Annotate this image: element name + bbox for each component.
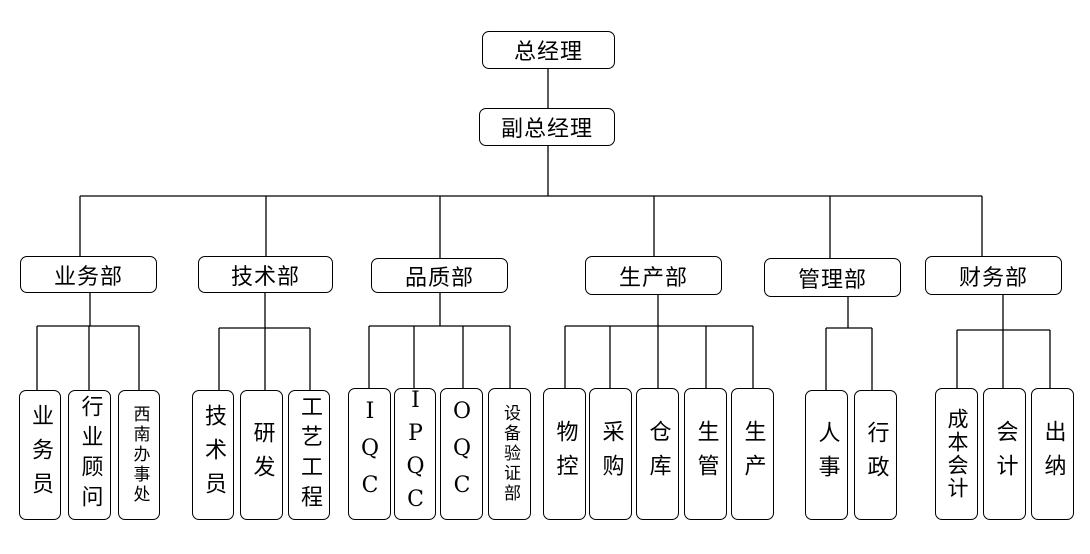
unit-label: 仓库	[645, 420, 671, 488]
department-label: 财务部	[958, 265, 1028, 291]
department-label: 业务部	[53, 264, 123, 290]
unit-box: IPQC	[394, 388, 436, 520]
unit-label: 人事	[814, 421, 840, 489]
unit-box: 生管	[684, 388, 727, 520]
department-label: 技术部	[230, 264, 300, 290]
unit-label: IPQC	[403, 388, 428, 520]
unit-box: 成本会计	[935, 388, 978, 520]
unit-label: 会计	[992, 420, 1018, 488]
unit-label: 采购	[598, 420, 624, 488]
unit-box: 行政	[854, 390, 897, 520]
unit-label: 行业顾问	[77, 395, 103, 515]
department-box-administration: 管理部	[764, 258, 901, 297]
unit-box: 采购	[589, 388, 632, 520]
department-box-sales: 业务部	[20, 256, 157, 293]
unit-box: 工艺工程	[288, 390, 330, 520]
unit-label: 研发	[249, 421, 275, 489]
department-box-finance: 财务部	[925, 256, 1062, 295]
unit-label: 工艺工程	[297, 395, 322, 515]
department-label: 管理部	[797, 267, 867, 293]
department-box-quality: 品质部	[371, 258, 508, 293]
unit-box: 人事	[805, 390, 848, 520]
unit-box: 出纳	[1031, 388, 1074, 520]
unit-label: 出纳	[1040, 420, 1066, 488]
unit-box: 研发	[240, 390, 283, 520]
unit-label: 行政	[863, 421, 889, 489]
department-box-technology: 技术部	[198, 256, 333, 293]
unit-box: 业务员	[19, 390, 61, 520]
unit-label: IQC	[357, 398, 383, 510]
department-label: 生产部	[618, 265, 688, 291]
unit-box: 生产	[731, 388, 774, 520]
unit-label: 生管	[693, 420, 719, 488]
unit-label: 西南办事处	[129, 405, 150, 505]
unit-box: 设备验证部	[488, 388, 531, 520]
unit-box: OQC	[440, 388, 483, 520]
unit-label: 成本会计	[945, 408, 969, 500]
unit-box: IQC	[348, 388, 391, 520]
unit-box: 技术员	[192, 390, 234, 520]
general-manager-label: 总经理	[513, 40, 583, 65]
deputy-general-manager-box: 副总经理	[479, 108, 615, 146]
unit-label: 业务员	[28, 404, 53, 506]
unit-box: 行业顾问	[68, 390, 111, 520]
unit-label: 设备验证部	[500, 404, 520, 504]
unit-label: 物控	[552, 420, 578, 488]
general-manager-box: 总经理	[482, 31, 615, 69]
unit-box: 西南办事处	[118, 390, 160, 520]
department-box-production: 生产部	[585, 256, 722, 295]
unit-label: 技术员	[201, 404, 226, 506]
unit-box: 会计	[983, 388, 1026, 520]
unit-box: 物控	[543, 388, 586, 520]
unit-label: OQC	[449, 398, 475, 510]
unit-box: 仓库	[636, 388, 679, 520]
deputy-general-manager-label: 副总经理	[500, 117, 593, 142]
department-label: 品质部	[404, 265, 474, 291]
unit-label: 生产	[740, 420, 766, 488]
